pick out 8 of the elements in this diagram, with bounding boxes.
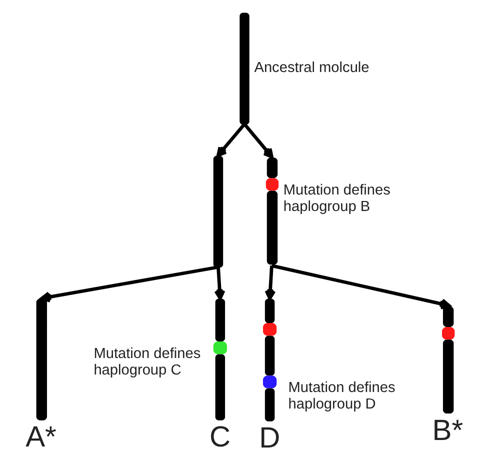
node-label: Mutation defines haplogroup D [288, 380, 395, 413]
node-label: D [258, 422, 280, 455]
node-label: Mutation defines haplogroup C [93, 346, 200, 379]
node-label: Mutation defines haplogroup B [282, 182, 390, 216]
node-label: C [208, 422, 230, 454]
node-label: Ancestral molcule [254, 60, 369, 76]
node-label: A* [25, 422, 56, 454]
node-label: B* [432, 414, 463, 447]
